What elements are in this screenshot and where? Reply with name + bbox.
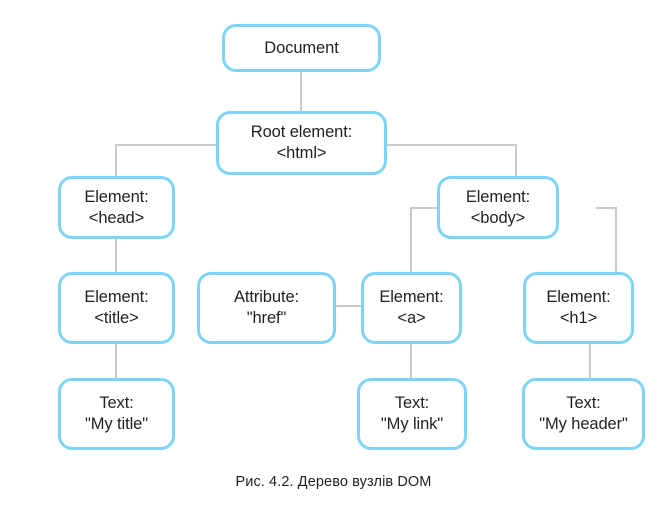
- node-document-line1: Document: [264, 38, 339, 57]
- node-text-my-header[interactable]: Text: "My header": [522, 378, 645, 450]
- figure-caption: Рис. 4.2. Дерево вузлів DOM: [235, 474, 432, 490]
- node-head[interactable]: Element: <head>: [58, 176, 175, 239]
- node-head-line2: <head>: [88, 208, 145, 227]
- node-root-html[interactable]: Root element: <html>: [216, 111, 387, 175]
- node-text-my-title[interactable]: Text: "My title": [58, 378, 175, 450]
- node-text-my-header-line1: Text:: [566, 394, 601, 413]
- node-body-line2: <body>: [470, 208, 526, 227]
- node-text-my-title-line1: Text:: [99, 394, 134, 413]
- node-attribute-href-line1: Attribute:: [233, 288, 300, 307]
- node-anchor-line1: Element:: [379, 288, 444, 307]
- node-anchor-line2: <a>: [397, 309, 426, 327]
- node-document[interactable]: Document: [222, 24, 381, 72]
- node-title-line2: <title>: [94, 309, 139, 327]
- node-title-line1: Element:: [84, 288, 149, 307]
- node-attribute-href[interactable]: Attribute: "href": [197, 272, 336, 344]
- node-anchor[interactable]: Element: <a>: [361, 272, 462, 344]
- edge-html-to-head: [115, 144, 222, 176]
- edge-body-to-h1: [596, 207, 617, 272]
- node-text-my-link-line2: "My link": [380, 415, 444, 433]
- node-h1-line1: Element:: [546, 288, 611, 307]
- edge-body-to-a: [410, 207, 437, 272]
- node-h1-line2: <h1>: [559, 309, 598, 327]
- node-attribute-href-line2: "href": [246, 309, 287, 327]
- node-root-html-line2: <html>: [276, 144, 327, 162]
- node-text-my-header-line2: "My header": [539, 415, 628, 433]
- node-text-my-link[interactable]: Text: "My link": [357, 378, 467, 450]
- node-text-my-link-line1: Text:: [394, 394, 430, 413]
- edge-html-to-body: [381, 144, 517, 176]
- node-body-line1: Element:: [465, 187, 531, 206]
- node-h1[interactable]: Element: <h1>: [523, 272, 634, 344]
- node-root-html-line1: Root element:: [250, 123, 353, 142]
- node-text-my-title-line2: "My title": [85, 415, 148, 433]
- node-body[interactable]: Element: <body>: [437, 176, 559, 239]
- node-head-line1: Element:: [84, 187, 149, 206]
- node-title[interactable]: Element: <title>: [58, 272, 175, 344]
